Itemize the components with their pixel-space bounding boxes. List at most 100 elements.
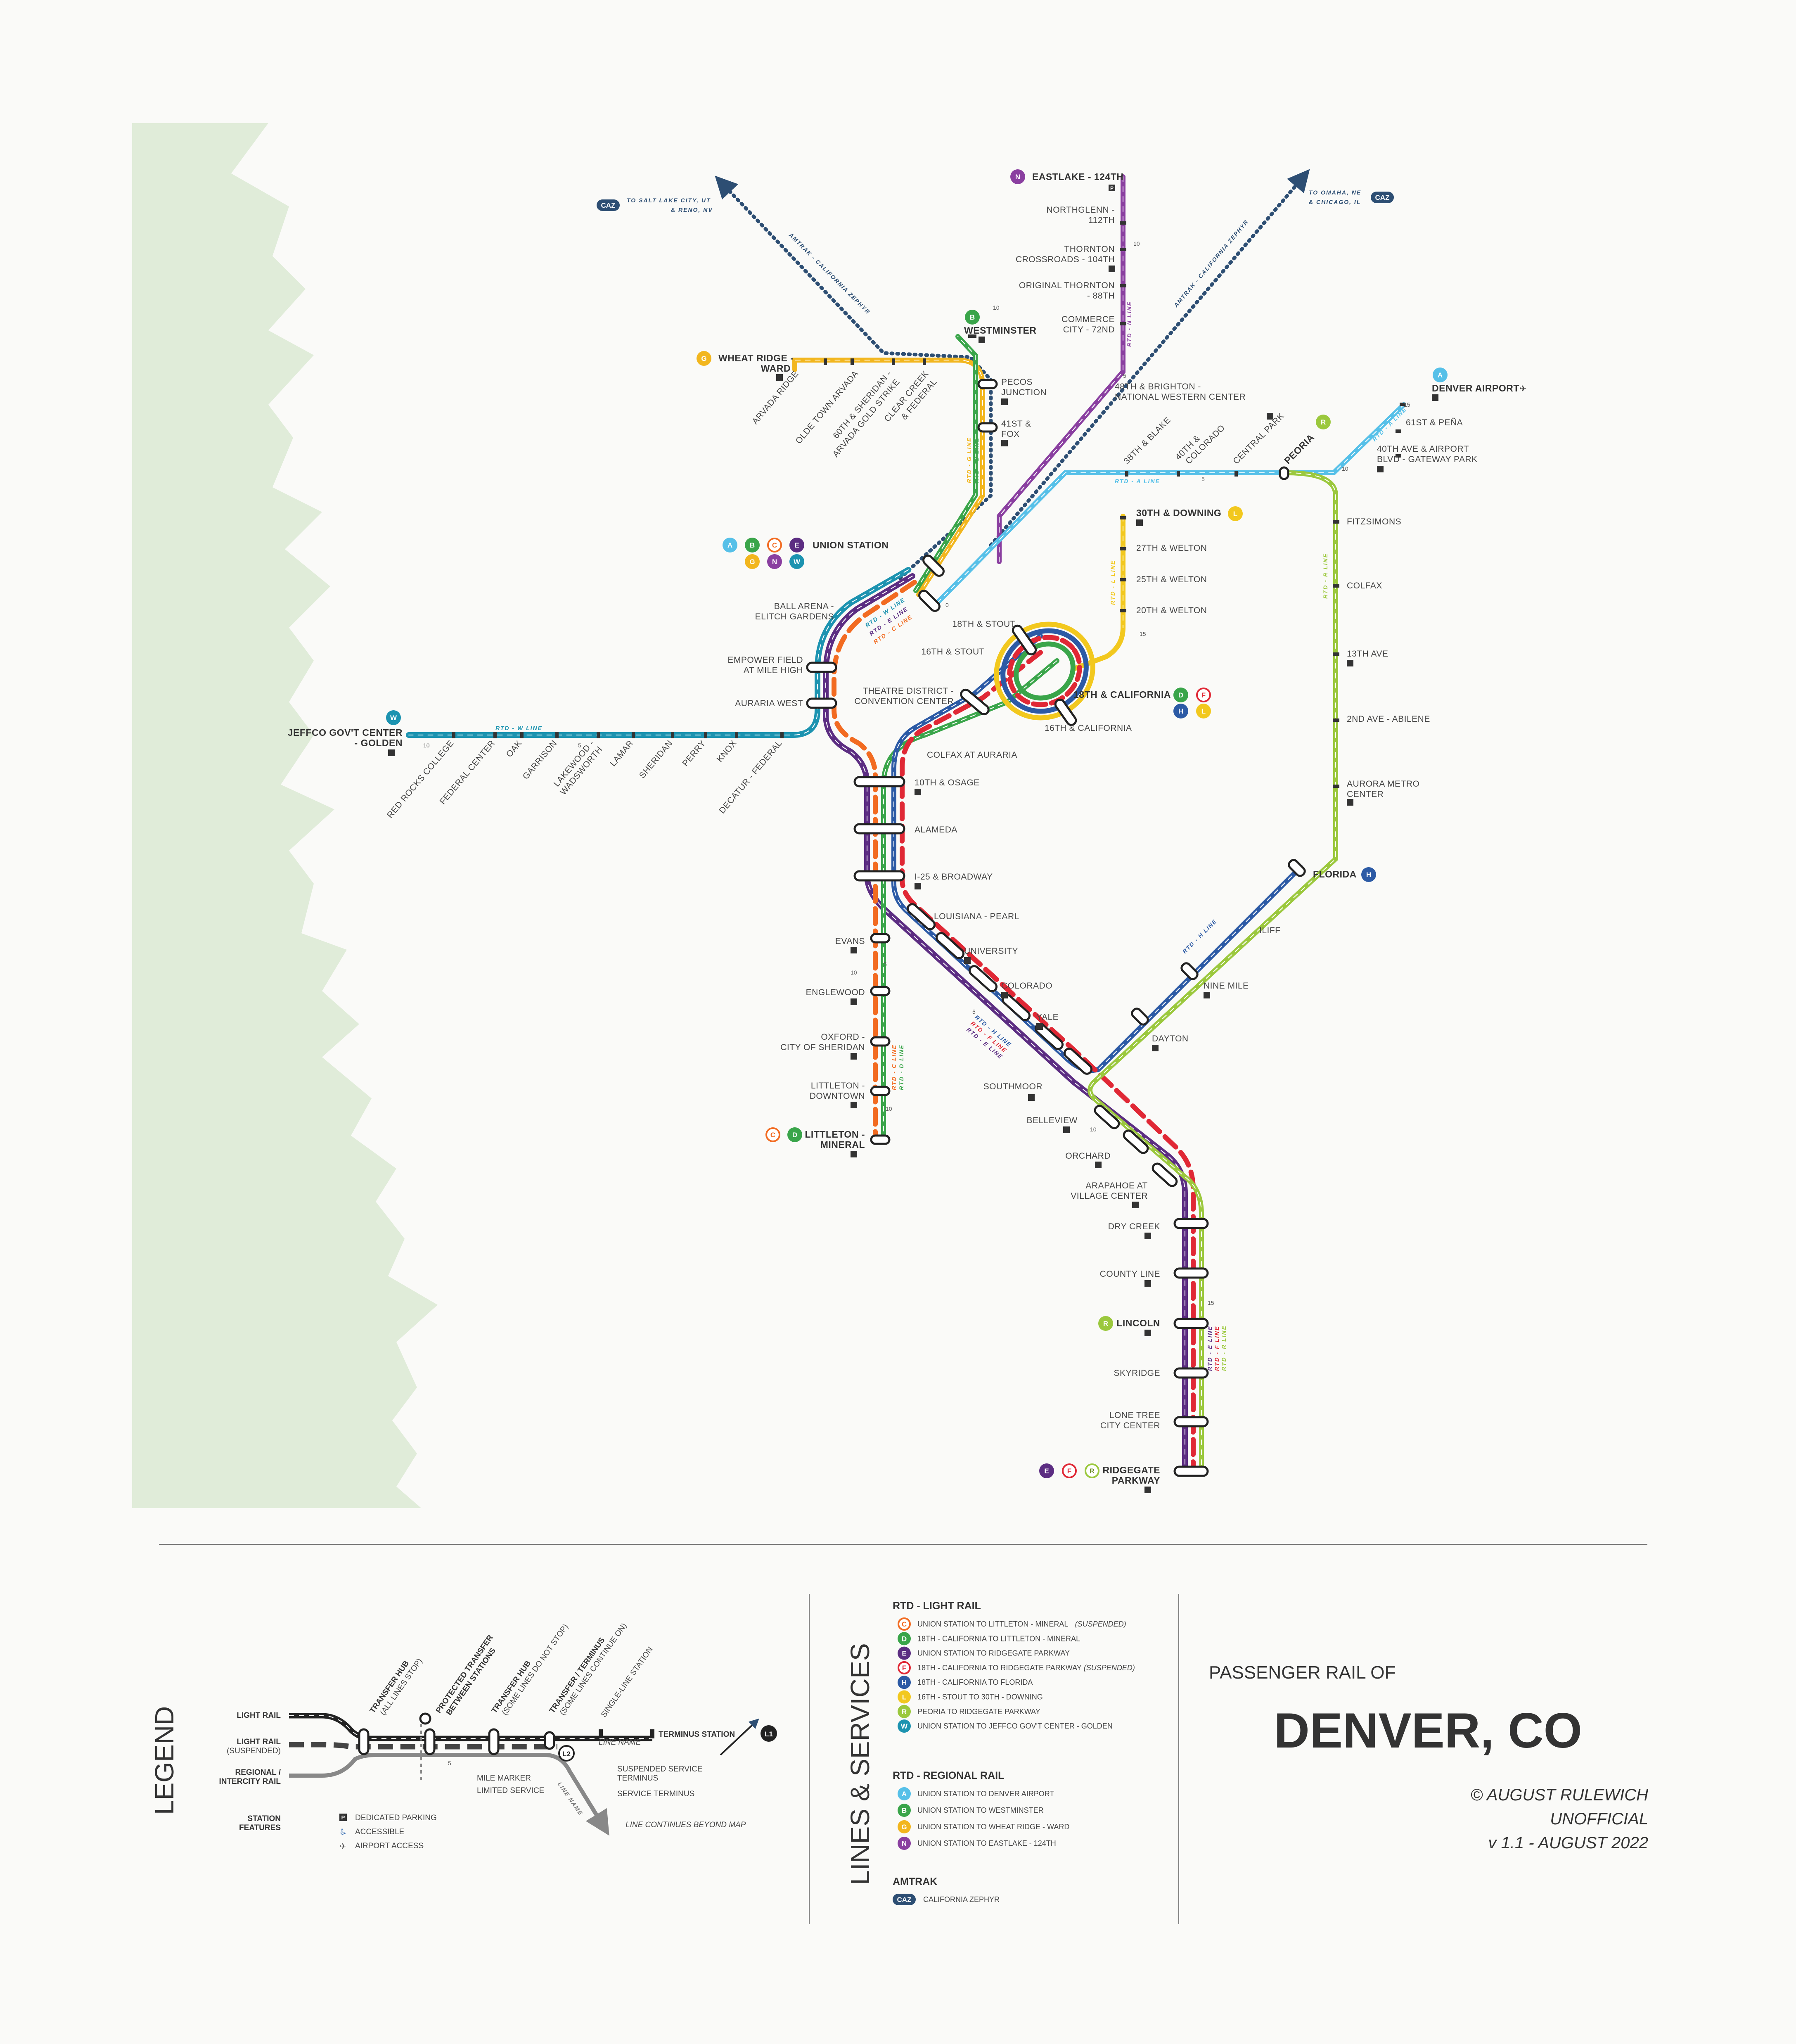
svg-text:B: B (970, 313, 975, 321)
service-badge-label: F (902, 1664, 906, 1672)
station-markers (806, 379, 1306, 1477)
svg-text:OXFORD -: OXFORD - (821, 1032, 865, 1042)
svg-text:H: H (1366, 871, 1371, 879)
svg-text:E: E (794, 541, 799, 549)
svg-text:41ST &: 41ST & (1001, 419, 1031, 429)
svg-text:RTD - LIGHT RAIL: RTD - LIGHT RAIL (893, 1600, 981, 1612)
svg-text:PASSENGER RAIL OF: PASSENGER RAIL OF (1209, 1662, 1396, 1683)
svg-text:AMTRAK: AMTRAK (893, 1876, 937, 1887)
svg-text:DENVER, CO: DENVER, CO (1274, 1703, 1582, 1758)
svg-text:AMTRAK - CALIFORNIA ZEPHYR: AMTRAK - CALIFORNIA ZEPHYR (1172, 218, 1249, 309)
svg-text:RTD - G LINE: RTD - G LINE (966, 437, 972, 483)
svg-text:PEORIA: PEORIA (1282, 432, 1316, 466)
service-description: UNION STATION TO WESTMINSTER (917, 1806, 1044, 1814)
svg-text:P: P (1110, 185, 1114, 191)
svg-text:RTD - L LINE: RTD - L LINE (1109, 560, 1116, 605)
svg-text:♿: ♿ (339, 1827, 347, 1837)
svg-text:(SUSPENDED): (SUSPENDED) (227, 1747, 281, 1755)
svg-text:WHEAT RIDGE -: WHEAT RIDGE - (718, 353, 794, 363)
svg-text:TO OMAHA, NE: TO OMAHA, NE (1309, 189, 1361, 196)
svg-text:5: 5 (1201, 476, 1205, 482)
svg-text:OAK: OAK (505, 738, 524, 759)
svg-text:ARVADA RIDGE: ARVADA RIDGE (750, 369, 800, 426)
svg-text:SHERIDAN: SHERIDAN (637, 738, 675, 780)
service-badge-l (898, 1690, 911, 1704)
svg-text:COLORADO: COLORADO (1001, 981, 1052, 991)
amtrak-destinations: CAZ TO SALT LAKE CITY, UT & RENO, NV CAZ… (597, 189, 1394, 213)
svg-text:15: 15 (1208, 1299, 1214, 1306)
lines-and-services: LINES & SERVICES RTD - LIGHT RAIL RTD - … (845, 1600, 1135, 1905)
svg-text:- GOLDEN: - GOLDEN (355, 737, 403, 748)
svg-text:B: B (750, 541, 755, 549)
service-badge-f (898, 1661, 911, 1674)
service-badge-label: CAZ (897, 1896, 912, 1904)
svg-text:ACCESSIBLE: ACCESSIBLE (355, 1828, 404, 1836)
svg-text:AURARIA WEST: AURARIA WEST (735, 699, 803, 708)
svg-text:W: W (390, 714, 397, 722)
svg-text:LAMAR: LAMAR (608, 738, 635, 768)
svg-text:18TH & STOUT: 18TH & STOUT (952, 619, 1016, 629)
service-note: (SUSPENDED) (1075, 1620, 1126, 1628)
svg-text:38TH & BLAKE: 38TH & BLAKE (1122, 415, 1173, 466)
svg-text:RTD - C LINE: RTD - C LINE (891, 1044, 897, 1090)
svg-text:D: D (1178, 691, 1183, 699)
svg-text:AURORA METRO: AURORA METRO (1347, 779, 1419, 789)
svg-text:PARKWAY: PARKWAY (1112, 1475, 1160, 1486)
svg-text:L1: L1 (765, 1730, 773, 1738)
svg-text:ELITCH GARDENS: ELITCH GARDENS (755, 612, 834, 621)
svg-text:TERMINUS STATION: TERMINUS STATION (659, 1730, 735, 1739)
svg-text:13TH AVE: 13TH AVE (1347, 649, 1388, 659)
svg-text:JUNCTION: JUNCTION (1001, 388, 1047, 397)
legend: LEGEND LIGHT RAIL LIGHT RAIL (SUSPENDED)… (149, 1622, 777, 1851)
svg-text:18TH & CALIFORNIA: 18TH & CALIFORNIA (1073, 689, 1171, 700)
service-description: UNION STATION TO LITTLETON - MINERAL (917, 1620, 1068, 1628)
svg-text:DRY CREEK: DRY CREEK (1108, 1222, 1160, 1231)
svg-text:LITTLETON -: LITTLETON - (805, 1129, 865, 1140)
svg-text:- 88TH: - 88TH (1087, 291, 1115, 301)
svg-text:10: 10 (1090, 1126, 1097, 1133)
line-labels: RTD - W LINE RTD - A LINE RTD - A LINE R… (495, 218, 1408, 1371)
svg-text:RTD - R LINE: RTD - R LINE (1322, 553, 1329, 599)
svg-text:DEDICATED PARKING: DEDICATED PARKING (355, 1814, 437, 1822)
service-description: UNION STATION TO JEFFCO GOV'T CENTER - G… (917, 1722, 1113, 1730)
svg-text:ILIFF: ILIFF (1259, 926, 1281, 935)
svg-text:LINE CONTINUES BEYOND MAP: LINE CONTINUES BEYOND MAP (626, 1821, 746, 1829)
svg-text:CROSSROADS - 104TH: CROSSROADS - 104TH (1016, 255, 1115, 264)
svg-text:VILLAGE CENTER: VILLAGE CENTER (1071, 1191, 1148, 1201)
svg-text:CITY CENTER: CITY CENTER (1100, 1421, 1160, 1430)
svg-text:v 1.1 - AUGUST 2022: v 1.1 - AUGUST 2022 (1488, 1834, 1648, 1852)
svg-text:TRANSFER / TERMINUS: TRANSFER / TERMINUS (548, 1636, 607, 1715)
a-line (935, 402, 1406, 605)
service-description: 18TH - CALIFORNIA TO LITTLETON - MINERAL (917, 1634, 1080, 1643)
svg-text:PERRY: PERRY (680, 738, 707, 768)
svg-text:KNOX: KNOX (715, 738, 739, 764)
svg-text:L2: L2 (562, 1750, 571, 1758)
svg-text:G: G (749, 558, 755, 566)
service-badge-label: E (902, 1650, 906, 1657)
svg-text:DAYTON: DAYTON (1152, 1034, 1189, 1043)
svg-text:AT MILE HIGH: AT MILE HIGH (744, 666, 803, 675)
service-description: UNION STATION TO EASTLAKE - 124TH (917, 1839, 1056, 1847)
service-badge-label: N (902, 1840, 907, 1847)
svg-text:PECOS: PECOS (1001, 377, 1033, 387)
svg-text:25TH & WELTON: 25TH & WELTON (1136, 575, 1207, 584)
svg-text:RTD - REGIONAL RAIL: RTD - REGIONAL RAIL (893, 1770, 1004, 1781)
svg-text:F: F (1067, 1467, 1071, 1475)
svg-text:RTD - A LINE: RTD - A LINE (1115, 478, 1160, 484)
svg-text:10: 10 (886, 1105, 892, 1112)
svg-text:40TH AVE & AIRPORT: 40TH AVE & AIRPORT (1377, 444, 1469, 454)
svg-text:CITY OF SHERIDAN: CITY OF SHERIDAN (780, 1043, 865, 1052)
svg-text:✈: ✈ (340, 1841, 347, 1851)
svg-text:WESTMINSTER: WESTMINSTER (964, 325, 1036, 336)
svg-text:C: C (770, 1131, 775, 1139)
svg-text:5: 5 (1123, 372, 1126, 379)
service-badge-r (898, 1705, 911, 1718)
svg-text:BELLEVIEW: BELLEVIEW (1026, 1116, 1078, 1125)
svg-text:NORTHGLENN -: NORTHGLENN - (1047, 205, 1115, 215)
svg-text:R: R (1090, 1467, 1095, 1475)
svg-text:SERVICE TERMINUS: SERVICE TERMINUS (617, 1790, 694, 1798)
foothills-terrain (132, 123, 438, 1508)
service-badge-d (898, 1632, 911, 1646)
svg-text:WARD: WARD (761, 363, 791, 374)
svg-text:COLFAX: COLFAX (1347, 581, 1382, 590)
